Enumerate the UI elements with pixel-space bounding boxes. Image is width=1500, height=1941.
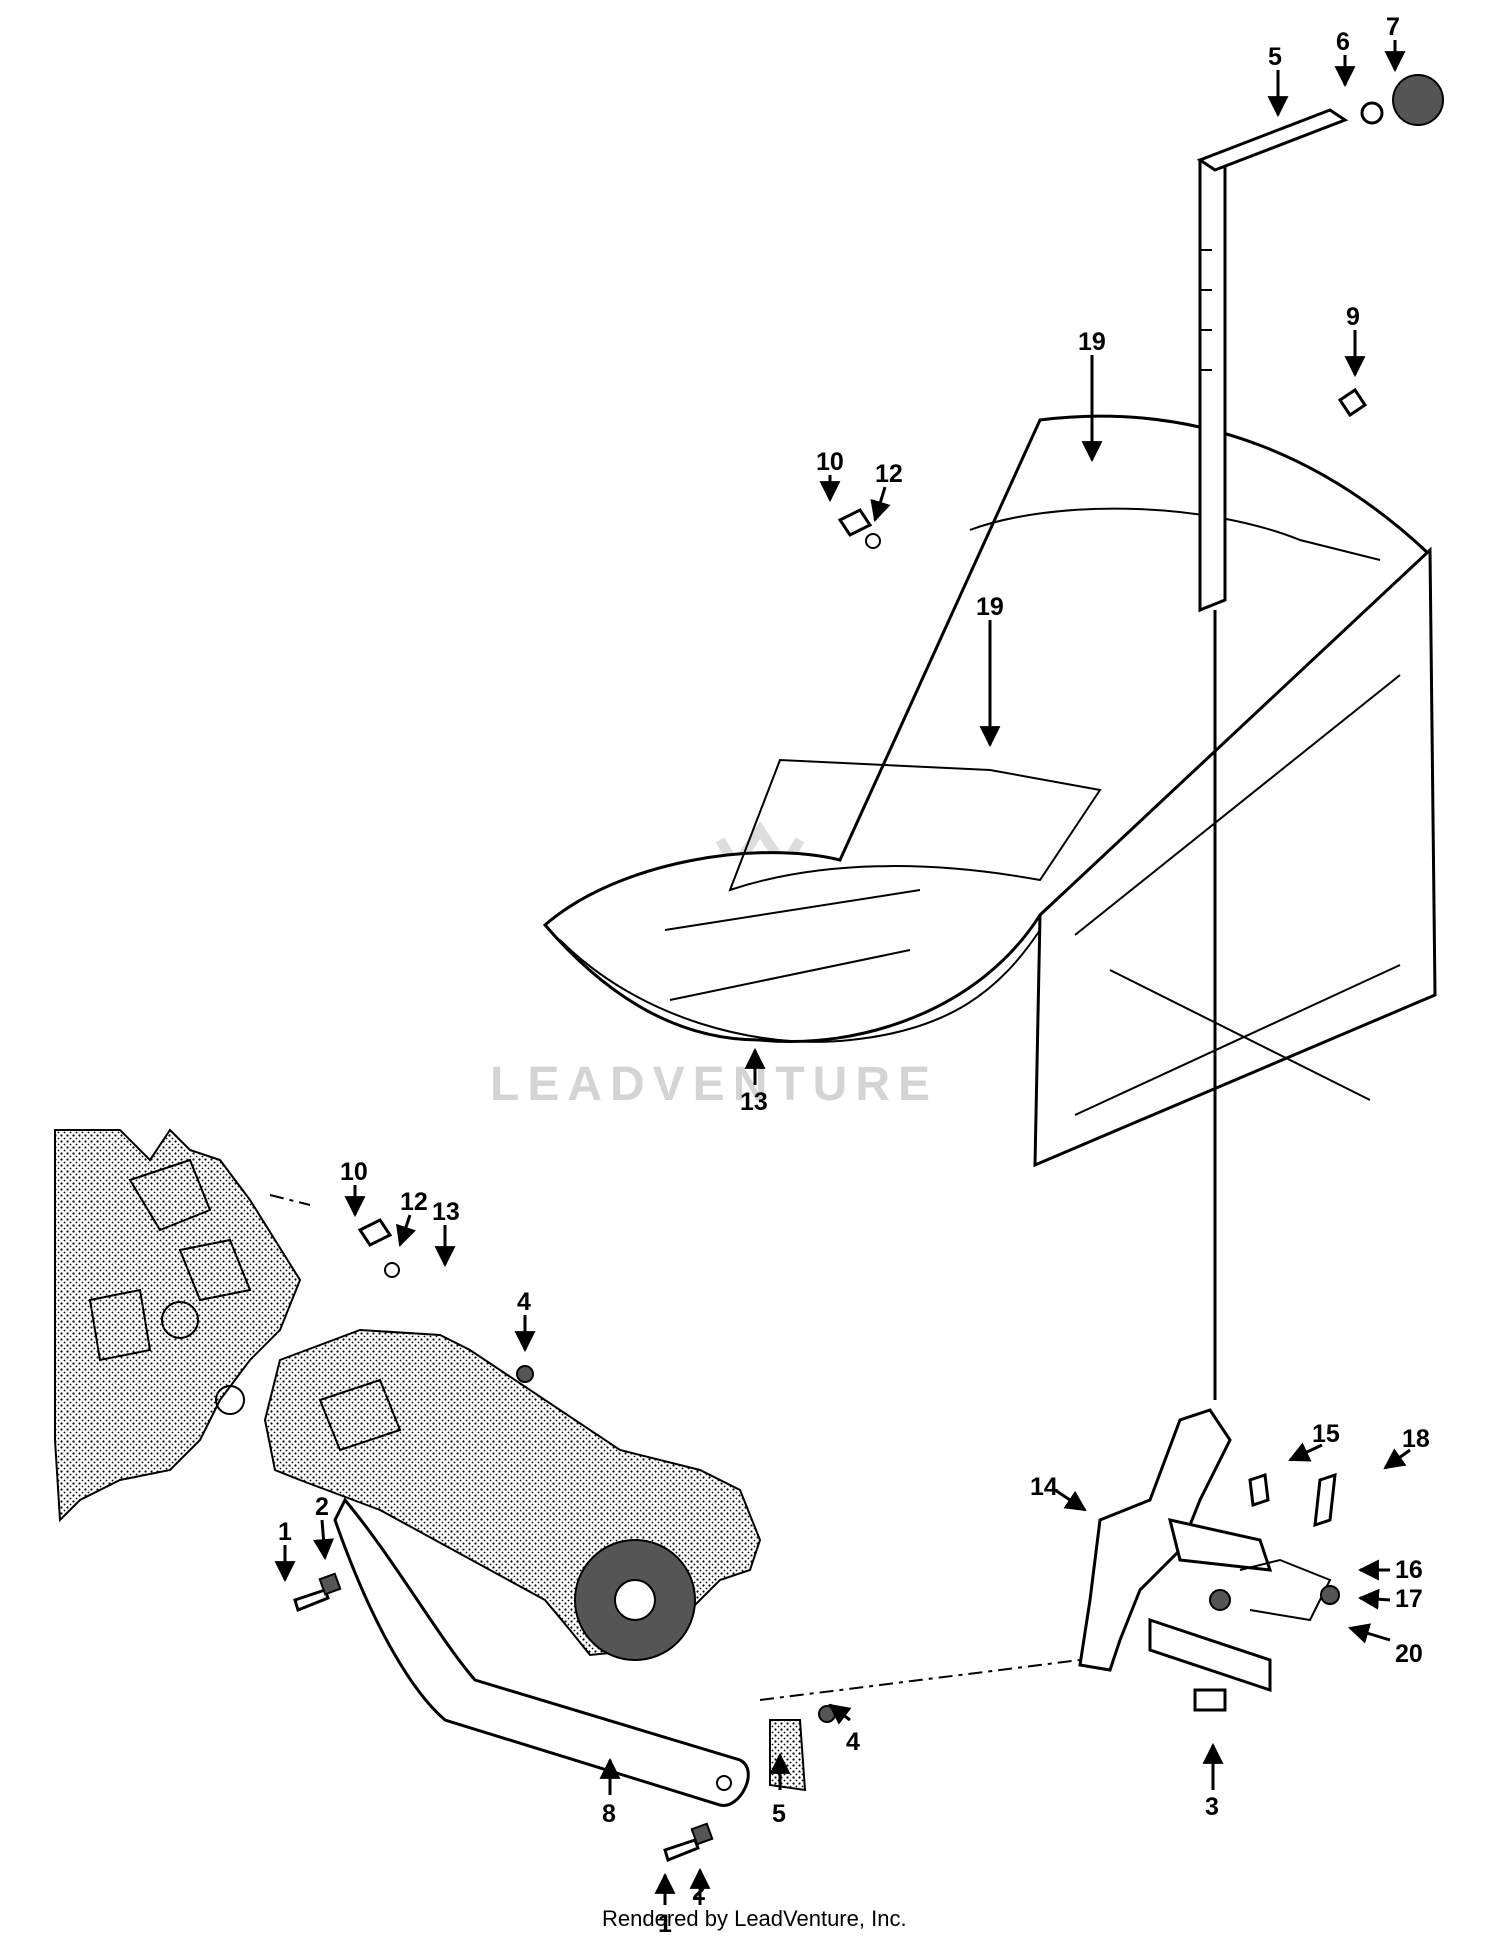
engine-outline (54, 1128, 311, 1523)
callout-16: 15 (1312, 1420, 1340, 1448)
callout-9: 9 (1346, 303, 1360, 331)
callout-4-lower: 4 (846, 1728, 860, 1756)
callout-8: 8 (602, 1800, 616, 1828)
fasteners (293, 387, 1368, 1863)
callout-13-left: 13 (432, 1198, 460, 1226)
callout-13-top: 13 (740, 1088, 768, 1116)
callout-6: 6 (1336, 28, 1350, 56)
depth-bar (1196, 74, 1444, 1400)
callout-14-mid: 19 (976, 593, 1004, 621)
leader-arrows (274, 40, 1411, 1905)
callout-20: 20 (1395, 1640, 1423, 1668)
callout-1-left: 1 (278, 1518, 292, 1546)
callout-labels: 5 6 7 9 19 19 10 12 13 10 12 13 4 1 2 8 … (278, 13, 1430, 1938)
footer-credit: Rendered by LeadVenture, Inc. (602, 1906, 907, 1931)
callout-12-top: 12 (875, 460, 903, 488)
callout-18: 17 (1395, 1585, 1423, 1613)
watermark: LEADVENTURE (490, 820, 938, 1111)
callout-10-top: 10 (816, 448, 844, 476)
callout-5-top: 5 (1268, 43, 1282, 71)
callout-19: 18 (1402, 1425, 1430, 1453)
callout-3: 3 (1205, 1793, 1219, 1821)
callout-1-bottom: 1 (658, 1910, 672, 1938)
callout-5-bottom: 5 (772, 1800, 786, 1828)
callout-4-upper: 4 (517, 1288, 531, 1316)
callout-14-top: 19 (1078, 328, 1106, 356)
watermark-text: LEADVENTURE (490, 1058, 938, 1111)
callout-12-left: 12 (400, 1188, 428, 1216)
callout-2-left: 2 (315, 1493, 329, 1521)
callout-10-left: 10 (340, 1158, 368, 1186)
gearbox-housing (263, 1328, 762, 1661)
callout-17: 16 (1395, 1556, 1423, 1584)
callout-7: 7 (1386, 13, 1400, 41)
side-shield (1033, 546, 1437, 1168)
callout-2-bottom: 2 (692, 1878, 706, 1906)
mounting-bracket (1078, 1408, 1332, 1693)
callout-15: 14 (1030, 1473, 1058, 1501)
